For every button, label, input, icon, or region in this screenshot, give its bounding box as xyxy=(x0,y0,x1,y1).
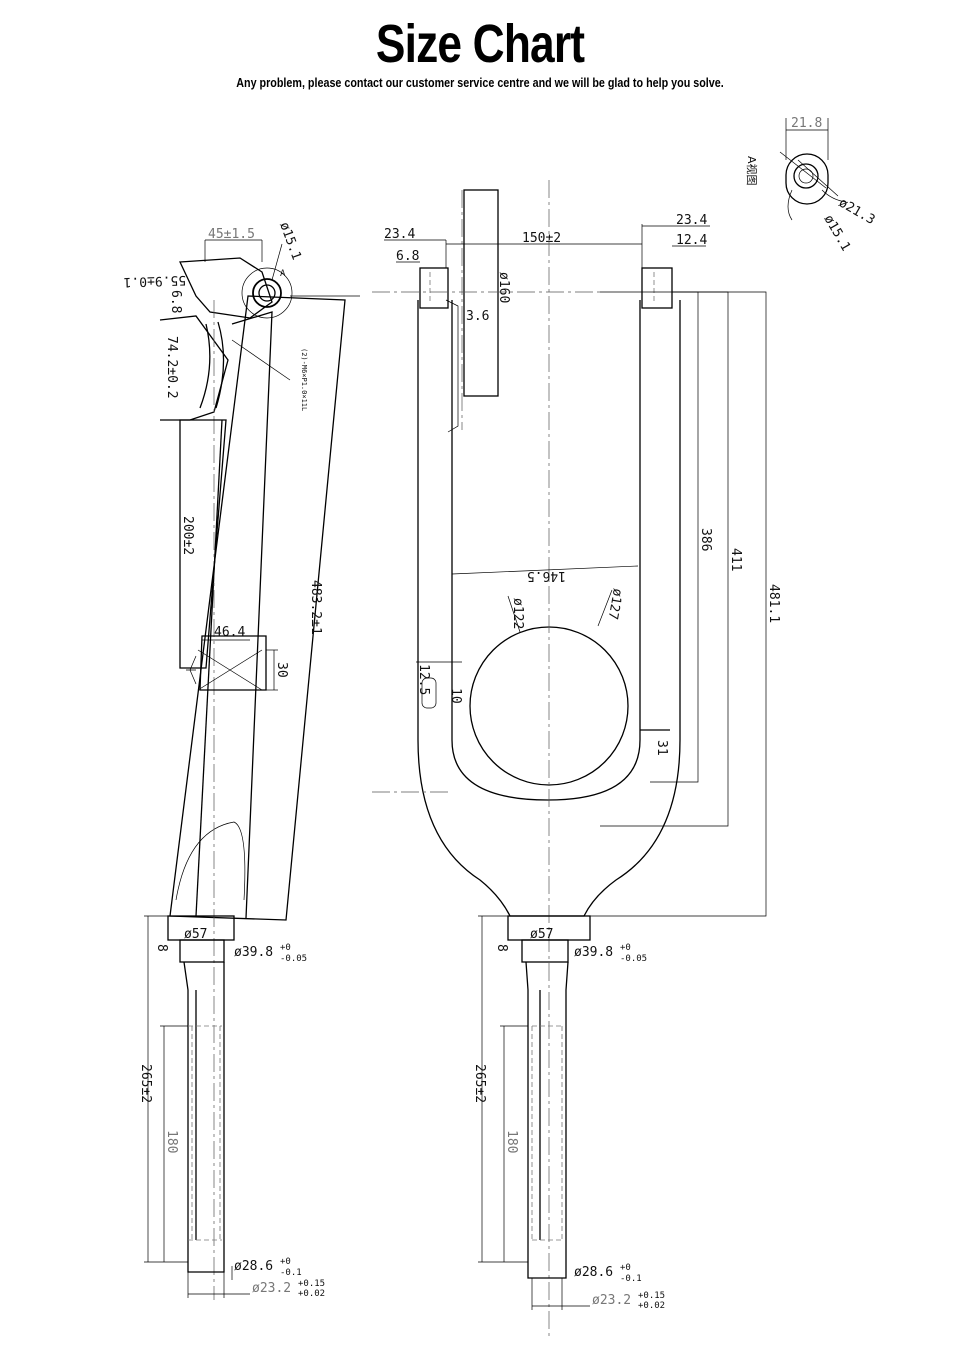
front-steer-tol-upper: +0 xyxy=(620,1263,631,1273)
front-tire-outer-diameter: ø127 xyxy=(605,587,625,620)
side-bottom-tol-upper: +0.15 xyxy=(298,1279,325,1289)
side-view: 45±1.5 ø15.1 A 55.9±0.1 6.8 74.2±0.2 (2)… xyxy=(123,220,360,1300)
front-steer-length: 265±2 xyxy=(472,1064,487,1103)
view-a-label: A视图 xyxy=(745,156,759,186)
side-crown-diameter: ø57 xyxy=(184,927,207,942)
front-steer-top-diameter: ø39.8 xyxy=(574,945,613,960)
front-tab-spacing: 150±2 xyxy=(522,231,561,246)
view-a-outer-diameter: ø21.3 xyxy=(836,195,877,228)
front-rotor-offset: 3.6 xyxy=(466,309,489,324)
side-bottom-tol-lower: +0.02 xyxy=(298,1289,325,1299)
side-slider-width: 46.4 xyxy=(214,625,245,640)
front-left-tab-thickness: 6.8 xyxy=(396,249,419,264)
front-right-tab-thickness: 12.4 xyxy=(676,233,707,248)
front-steer-top-tol-lower: -0.05 xyxy=(620,954,647,964)
page-subtitle: Any problem, please contact our customer… xyxy=(236,76,724,90)
header: Size Chart Any problem, please contact o… xyxy=(0,14,960,90)
front-bottom-diameter: ø23.2 xyxy=(592,1293,631,1308)
side-brace-height: 74.2±0.2 xyxy=(164,336,179,399)
front-height-411: 411 xyxy=(728,548,743,571)
side-slider-height: 200±2 xyxy=(180,516,195,555)
front-right-tab-width: 23.4 xyxy=(676,213,707,228)
view-a-width: 21.8 xyxy=(791,116,822,131)
side-steer-length: 265±2 xyxy=(138,1064,153,1103)
side-drop: 55.9±0.1 xyxy=(123,272,186,289)
front-steer-diameter: ø28.6 xyxy=(574,1265,613,1280)
front-thread-length: 180 xyxy=(504,1130,519,1153)
side-crown-height: 8 xyxy=(154,944,169,952)
front-rotor-diameter: ø160 xyxy=(496,272,511,303)
side-steer-tol-upper: +0 xyxy=(280,1257,291,1267)
side-steer-diameter: ø28.6 xyxy=(234,1259,273,1274)
front-steer-top-tol-upper: +0 xyxy=(620,943,631,953)
view-a-inner-diameter: ø15.1 xyxy=(821,213,854,254)
svg-text:A: A xyxy=(280,269,286,279)
side-total-length: 483.2±1 xyxy=(308,580,323,635)
page-title: Size Chart xyxy=(375,14,585,74)
side-steer-top-tol-upper: +0 xyxy=(280,943,291,953)
front-left-tab-width: 23.4 xyxy=(384,227,415,242)
side-top-width: 45±1.5 xyxy=(208,227,255,242)
side-steer-top-diameter: ø39.8 xyxy=(234,945,273,960)
front-height-386: 386 xyxy=(698,528,713,551)
front-crown-height: 8 xyxy=(494,944,509,952)
front-height-10: 10 xyxy=(448,688,463,704)
front-bottom-tol-lower: +0.02 xyxy=(638,1301,665,1311)
side-plate-thickness: 6.8 xyxy=(168,290,183,313)
side-pivot-diameter: ø15.1 xyxy=(276,220,303,262)
front-height-481: 481.1 xyxy=(766,584,781,623)
front-crown-inner-width: 146.5 xyxy=(527,568,566,583)
front-height-31: 31 xyxy=(654,740,669,756)
front-view: ø160 3.6 23.4 150±2 23.4 12.4 6.8 ø122 xyxy=(372,180,781,1340)
side-steer-tol-lower: -0.1 xyxy=(280,1268,302,1278)
side-bottom-diameter: ø23.2 xyxy=(252,1281,291,1296)
front-tire-inner-diameter: ø122 xyxy=(510,598,525,629)
side-block-height: 30 xyxy=(274,662,289,678)
front-bottom-tol-upper: +0.15 xyxy=(638,1291,665,1301)
front-steer-tol-lower: -0.1 xyxy=(620,1274,642,1284)
side-thread-note: (2)-M6×P1.0×11L xyxy=(300,348,308,411)
side-steer-top-tol-lower: -0.05 xyxy=(280,954,307,964)
view-a-detail: A视图 21.8 ø21.3 ø15.1 xyxy=(745,116,877,254)
front-crown-diameter: ø57 xyxy=(530,927,553,942)
side-thread-length: 180 xyxy=(164,1130,179,1153)
